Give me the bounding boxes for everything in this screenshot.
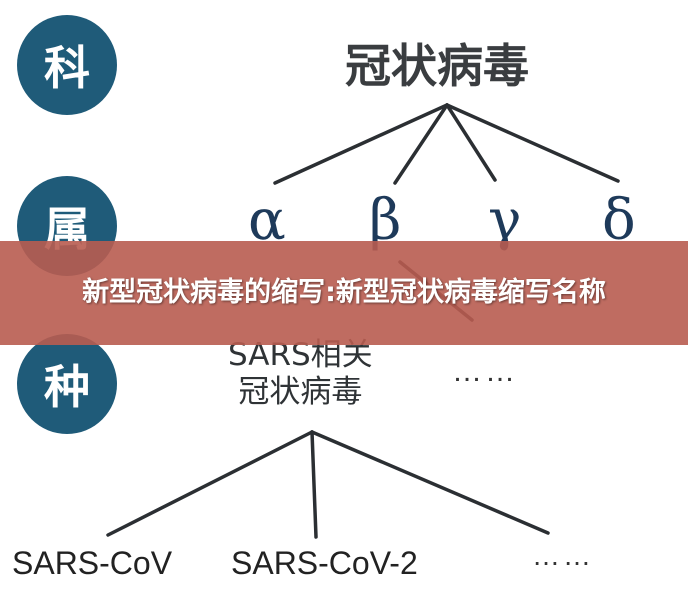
rank-family-label: 科 [44,41,90,95]
strain-sars-cov: SARS-CoV [12,545,173,581]
strain-more: …… [532,540,594,571]
rank-family-circle: 科 [17,15,117,115]
title-banner: 新型冠状病毒的缩写:新型冠状病毒缩写名称 [0,241,688,345]
edge-root-gamma [445,103,497,182]
rank-species-circle: 种 [17,334,117,434]
edge-root-beta [393,103,449,185]
rank-species-label: 种 [44,360,90,414]
species-more: …… [452,355,518,388]
species-sars-related: SARS相关 冠状病毒 [228,337,373,410]
edge-sars-cov2 [310,430,318,539]
edge-sars-cov [106,430,314,537]
edge-sars-more [310,430,550,535]
edge-root-delta [445,103,620,183]
root-family-label: 冠状病毒 [345,39,529,93]
edge-root-alpha [273,103,449,185]
banner-title: 新型冠状病毒的缩写:新型冠状病毒缩写名称 [82,277,606,308]
strain-sars-cov-2: SARS-CoV-2 [231,545,418,581]
